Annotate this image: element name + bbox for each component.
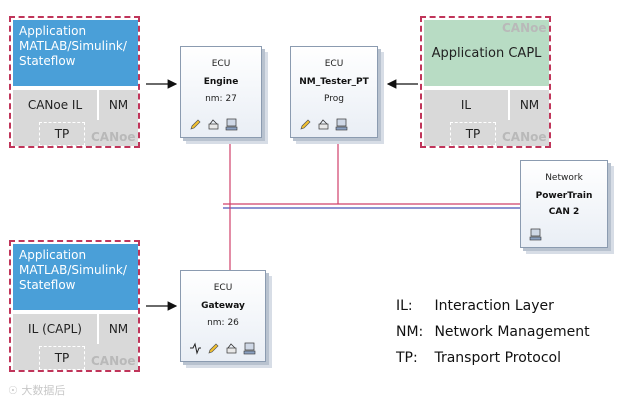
watermark-text: 大数据后	[21, 384, 66, 397]
nm-layer: NM	[99, 90, 138, 120]
stack-icon[interactable]	[207, 118, 220, 131]
ecu-engine[interactable]: ECU Engine nm: 27	[180, 46, 262, 138]
ecu-name-label: NM_Tester_PT	[299, 77, 369, 87]
canoe-brand-top: CANoe	[502, 21, 547, 35]
network-node-icon[interactable]	[529, 228, 542, 241]
nm-layer: NM	[99, 314, 138, 344]
network-node-icon[interactable]	[225, 118, 238, 131]
ecu-type-label: ECU	[324, 59, 344, 69]
ecu-nm-tester[interactable]: ECU NM_Tester_PT Prog	[290, 46, 378, 138]
signal-icon[interactable]	[189, 342, 202, 355]
network-type-label: Network	[545, 173, 583, 183]
tp-layer: TP	[450, 122, 496, 146]
pencil-icon[interactable]	[189, 118, 202, 131]
legend-abbr: NM:	[396, 324, 424, 340]
legend-il: IL: Interaction Layer	[396, 298, 554, 314]
legend-text: Transport Protocol	[434, 350, 562, 366]
application-block: Application CAPL	[424, 20, 549, 86]
stack-left-bottom: Application MATLAB/Simulink/ Stateflow I…	[9, 240, 140, 372]
network-node-icon[interactable]	[335, 118, 348, 131]
il-layer: IL (CAPL)	[13, 314, 97, 344]
stack-icon[interactable]	[225, 342, 238, 355]
watermark: ☉ 大数据后	[8, 382, 65, 398]
legend-abbr: IL:	[396, 298, 413, 314]
ecu-type-label: ECU	[211, 59, 231, 69]
application-block: Application MATLAB/Simulink/ Stateflow	[13, 20, 138, 86]
ecu-name-label: Engine	[203, 77, 239, 87]
legend-abbr: TP:	[396, 350, 418, 366]
ecu-detail-label: Prog	[324, 94, 344, 104]
canoe-brand: CANoe	[91, 130, 136, 144]
network-powertrain[interactable]: Network PowerTrain CAN 2	[520, 160, 608, 248]
legend-tp: TP: Transport Protocol	[396, 350, 561, 366]
watermark-icon: ☉	[8, 384, 18, 397]
stack-icon[interactable]	[317, 118, 330, 131]
pencil-icon[interactable]	[299, 118, 312, 131]
ecu-detail-label: nm: 27	[205, 94, 237, 104]
il-layer: CANoe IL	[13, 90, 97, 120]
canoe-brand: CANoe	[502, 130, 547, 144]
network-node-icon[interactable]	[243, 342, 256, 355]
network-name-label: PowerTrain	[535, 191, 593, 201]
tp-layer: TP	[39, 122, 85, 146]
ecu-detail-label: nm: 26	[207, 318, 239, 328]
stack-left-top: Application MATLAB/Simulink/ Stateflow C…	[9, 16, 140, 148]
legend-text: Network Management	[434, 324, 590, 340]
nm-layer: NM	[510, 90, 549, 120]
application-block: Application MATLAB/Simulink/ Stateflow	[13, 244, 138, 310]
ecu-type-label: ECU	[213, 283, 233, 293]
canoe-brand: CANoe	[91, 354, 136, 368]
legend-text: Interaction Layer	[434, 298, 554, 314]
tp-layer: TP	[39, 346, 85, 370]
pencil-icon[interactable]	[207, 342, 220, 355]
legend-nm: NM: Network Management	[396, 324, 590, 340]
network-bus-label: CAN 2	[548, 207, 580, 217]
ecu-name-label: Gateway	[201, 301, 245, 311]
ecu-gateway[interactable]: ECU Gateway nm: 26	[180, 270, 266, 362]
il-layer: IL	[424, 90, 508, 120]
stack-right-top: Application CAPL CANoe IL NM TP CANoe	[420, 16, 551, 148]
